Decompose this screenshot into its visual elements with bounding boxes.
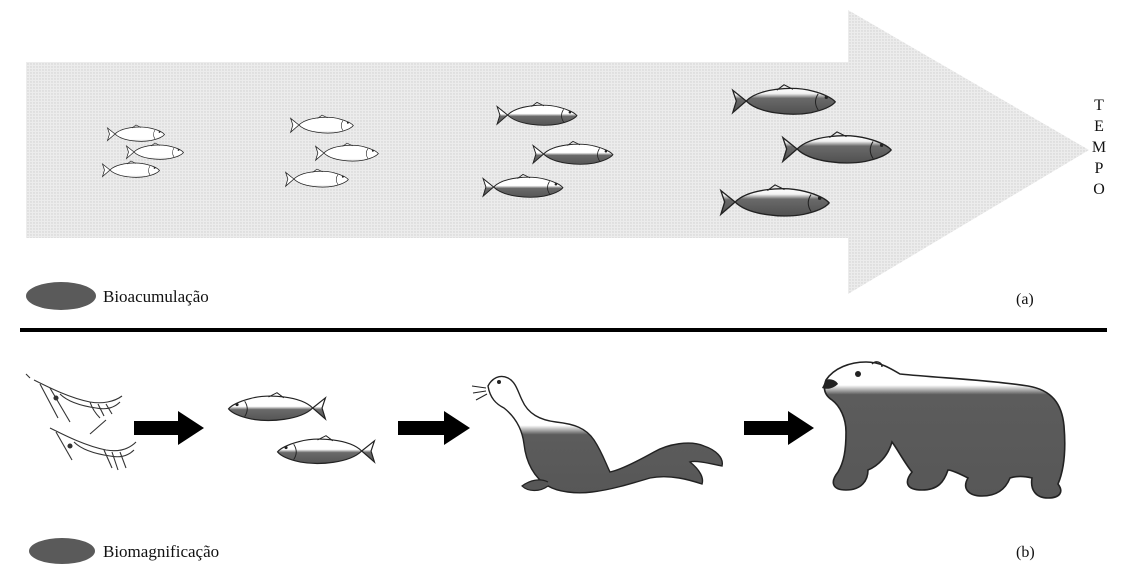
shrimp-group [26, 374, 136, 470]
shrimp-icon [50, 420, 136, 470]
panel-label-b: (b) [1016, 544, 1035, 561]
fish-group-b [229, 393, 375, 464]
food-chain-arrow [744, 411, 814, 445]
polar-bear-icon [822, 362, 1065, 498]
shrimp-icon [26, 374, 122, 422]
fish-icon [278, 436, 375, 464]
biomagnificacao-legend-label: Biomagnificação [103, 542, 219, 561]
seal-icon [472, 376, 722, 492]
panel-b: Biomagnificação (b) [26, 362, 1065, 564]
contaminant-legend-swatch [29, 538, 95, 564]
food-chain-arrow [398, 411, 470, 445]
fish-icon [229, 393, 326, 421]
bioacumulacao-legend-label: Bioacumulação [103, 287, 209, 306]
panel-label-a: (a) [1016, 291, 1034, 308]
contaminant-legend-swatch [26, 282, 96, 310]
food-chain-arrow [134, 411, 204, 445]
